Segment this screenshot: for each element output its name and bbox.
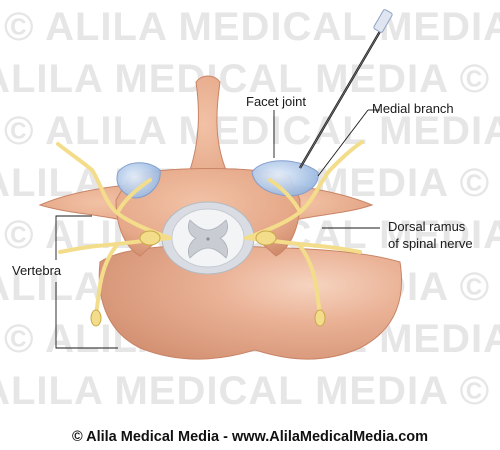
watermark-text: © ALILA MEDICAL MEDIA © ALILA MEDICAL ME…: [4, 5, 500, 49]
spinous-process: [168, 75, 248, 197]
needle: [298, 9, 393, 169]
leader-lines: [55, 109, 380, 349]
watermark-text: © ALILA MEDICAL MEDIA © ALILA MEDICAL ME…: [0, 57, 500, 101]
medial-branch-leader: [317, 109, 369, 177]
central-canal: [206, 237, 210, 241]
dorsal-ramus-label-line1: Dorsal ramus: [388, 219, 466, 234]
left-dorsal-root-ganglion: [139, 230, 161, 246]
vertebra-bracket-upper: [55, 215, 92, 260]
needle-hub: [373, 9, 393, 33]
right-nerve-end: [314, 309, 326, 327]
watermark-text: © ALILA MEDICAL MEDIA © ALILA MEDICAL ME…: [4, 109, 500, 153]
credit-line: © Alila Medical Media - www.AlilaMedical…: [72, 429, 428, 445]
facet-joint-label: Facet joint: [246, 94, 306, 109]
dorsal-ramus-label-line2: of spinal nerve: [388, 236, 473, 251]
nerve-ganglia: [90, 230, 326, 327]
vertebra-bracket-lower: [55, 282, 118, 349]
right-facet-joint: [251, 160, 319, 197]
left-nerve-end: [90, 309, 102, 327]
medial-branch-label: Medial branch: [372, 101, 454, 116]
left-facet-joint: [116, 162, 161, 199]
right-dorsal-root-ganglion: [255, 230, 277, 246]
watermark-text: © ALILA MEDICAL MEDIA © ALILA MEDICAL ME…: [0, 369, 500, 413]
vertebral-body: [98, 245, 403, 360]
vertebra-label: Vertebra: [12, 263, 62, 278]
